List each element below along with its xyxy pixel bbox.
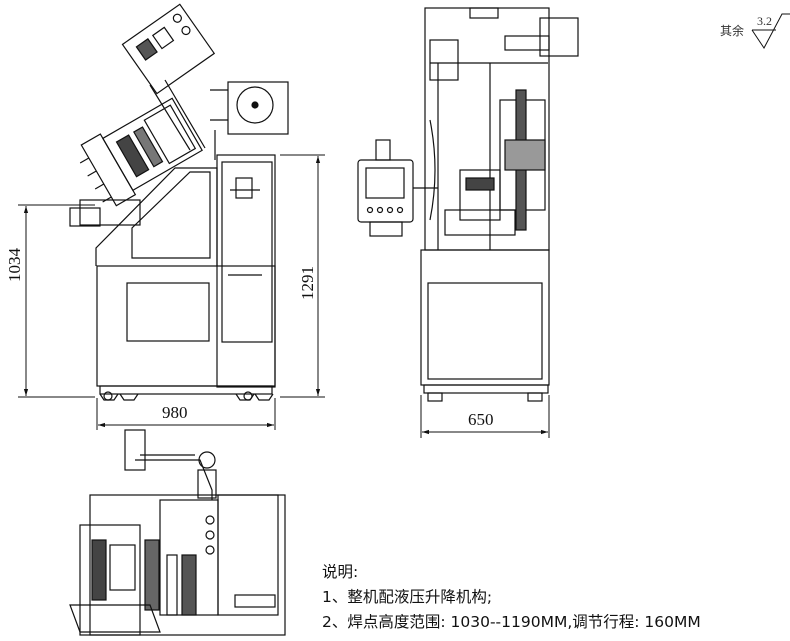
notes-item-2: 2、焊点高度范围: 1030--1190MM,调节行程: 160MM [322,613,701,631]
notes-heading: 说明: [322,563,359,581]
front-frame-upper [424,7,550,251]
side-height-dimension-high: 1291 [298,266,317,300]
side-handle [235,177,253,199]
side-cabinet-door [216,154,276,388]
side-slope-panel [95,167,218,266]
roughness-value: 3.2 [757,14,772,28]
front-cabinet-lower [420,249,550,386]
side-window [126,282,210,342]
top-arm-panel [124,429,146,471]
side-cabinet-lower [96,265,276,387]
top-view [69,429,286,636]
notes-item-1: 1、整机配液压升降机构; [322,588,493,606]
front-width-dimension: 650 [468,410,494,429]
side-height-dimension-low: 1034 [5,248,24,283]
front-dimensions [420,395,550,438]
side-width-dimension: 980 [162,403,188,422]
top-frame [89,494,286,636]
roughness-prefix: 其余 [720,23,744,38]
side-view [69,3,289,401]
roughness-symbol [751,13,790,49]
side-door-panel [221,161,273,343]
notes-block: 说明: 1、整机配液压升降机构; 2、焊点高度范围: 1030--1190MM,… [322,560,701,635]
front-view [357,7,579,402]
side-dimensions [18,154,325,430]
